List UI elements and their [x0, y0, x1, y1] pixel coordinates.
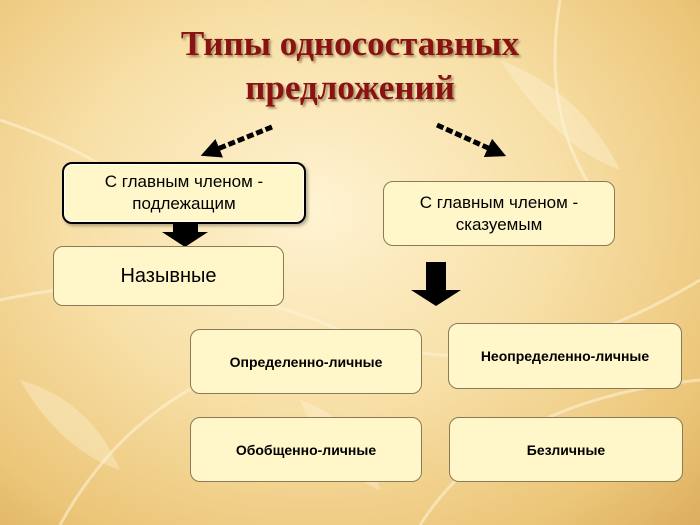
- node-generalized-personal[interactable]: Обобщенно-личные: [190, 417, 422, 482]
- node-impersonal[interactable]: Безличные: [449, 417, 683, 482]
- node-subject[interactable]: С главным членом - подлежащим: [62, 162, 306, 224]
- node-definite-personal[interactable]: Определенно-личные: [190, 329, 422, 394]
- node-predicate[interactable]: С главным членом - сказуемым: [383, 181, 615, 246]
- title-line-2: предложений: [245, 68, 455, 107]
- title-line-1: Типы односоставных: [180, 24, 520, 63]
- node-nominative[interactable]: Назывные: [53, 246, 284, 306]
- node-indefinite-personal[interactable]: Неопределенно-личные: [448, 323, 682, 389]
- slide-title: Типы односоставных предложений: [0, 22, 700, 110]
